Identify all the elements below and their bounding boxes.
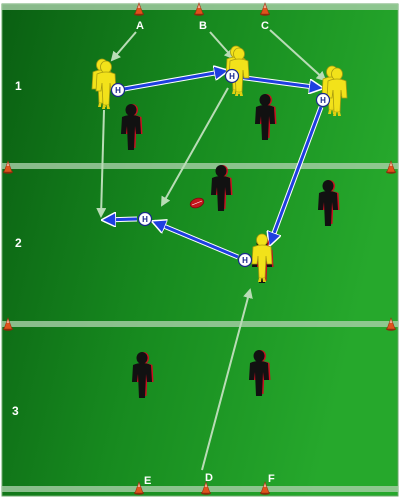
run-arrow-b — [209, 31, 235, 60]
pass-arrow-5 — [104, 219, 138, 220]
position-label-c: C — [261, 20, 269, 32]
handoff-marker-icon: H — [237, 252, 253, 268]
run-arrow-zone1-drop — [96, 109, 107, 218]
zone-label-1: 1 — [15, 79, 22, 93]
handoff-marker-icon: H — [315, 92, 331, 108]
run-lines — [96, 29, 327, 471]
position-label-b: B — [199, 20, 207, 32]
handoff-markers: H H H H H — [110, 68, 331, 268]
bottom-line — [2, 486, 398, 492]
handoff-marker-label: H — [142, 215, 148, 224]
handoff-marker-label: H — [115, 86, 121, 95]
handoff-marker-label: H — [242, 256, 248, 265]
position-label-f: F — [268, 473, 275, 485]
handoff-marker-icon: H — [137, 211, 153, 227]
zone-line-2-3 — [2, 321, 398, 327]
pass-arrow-3 — [270, 106, 323, 244]
handoff-marker-label: H — [320, 96, 326, 105]
run-arrow-c — [269, 29, 327, 82]
position-label-e: E — [144, 475, 151, 487]
zone-line-1-2 — [2, 163, 398, 169]
pass-arrow-1 — [123, 71, 226, 91]
run-arrow-a — [110, 31, 137, 62]
rugby-ball-icon — [189, 197, 205, 209]
pass-arrow-4 — [154, 222, 239, 259]
zone-label-2: 2 — [15, 236, 22, 250]
handoff-marker-icon: H — [224, 68, 240, 84]
handoff-marker-label: H — [229, 72, 235, 81]
pass-lines — [104, 71, 323, 260]
pass-arrow-2 — [237, 75, 321, 88]
position-label-d: D — [205, 472, 213, 484]
handoff-marker-icon: H — [110, 82, 126, 98]
position-label-a: A — [136, 20, 144, 32]
run-arrow-diagonal — [161, 87, 229, 207]
run-arrow-d — [201, 288, 253, 471]
zone-label-3: 3 — [12, 404, 19, 418]
